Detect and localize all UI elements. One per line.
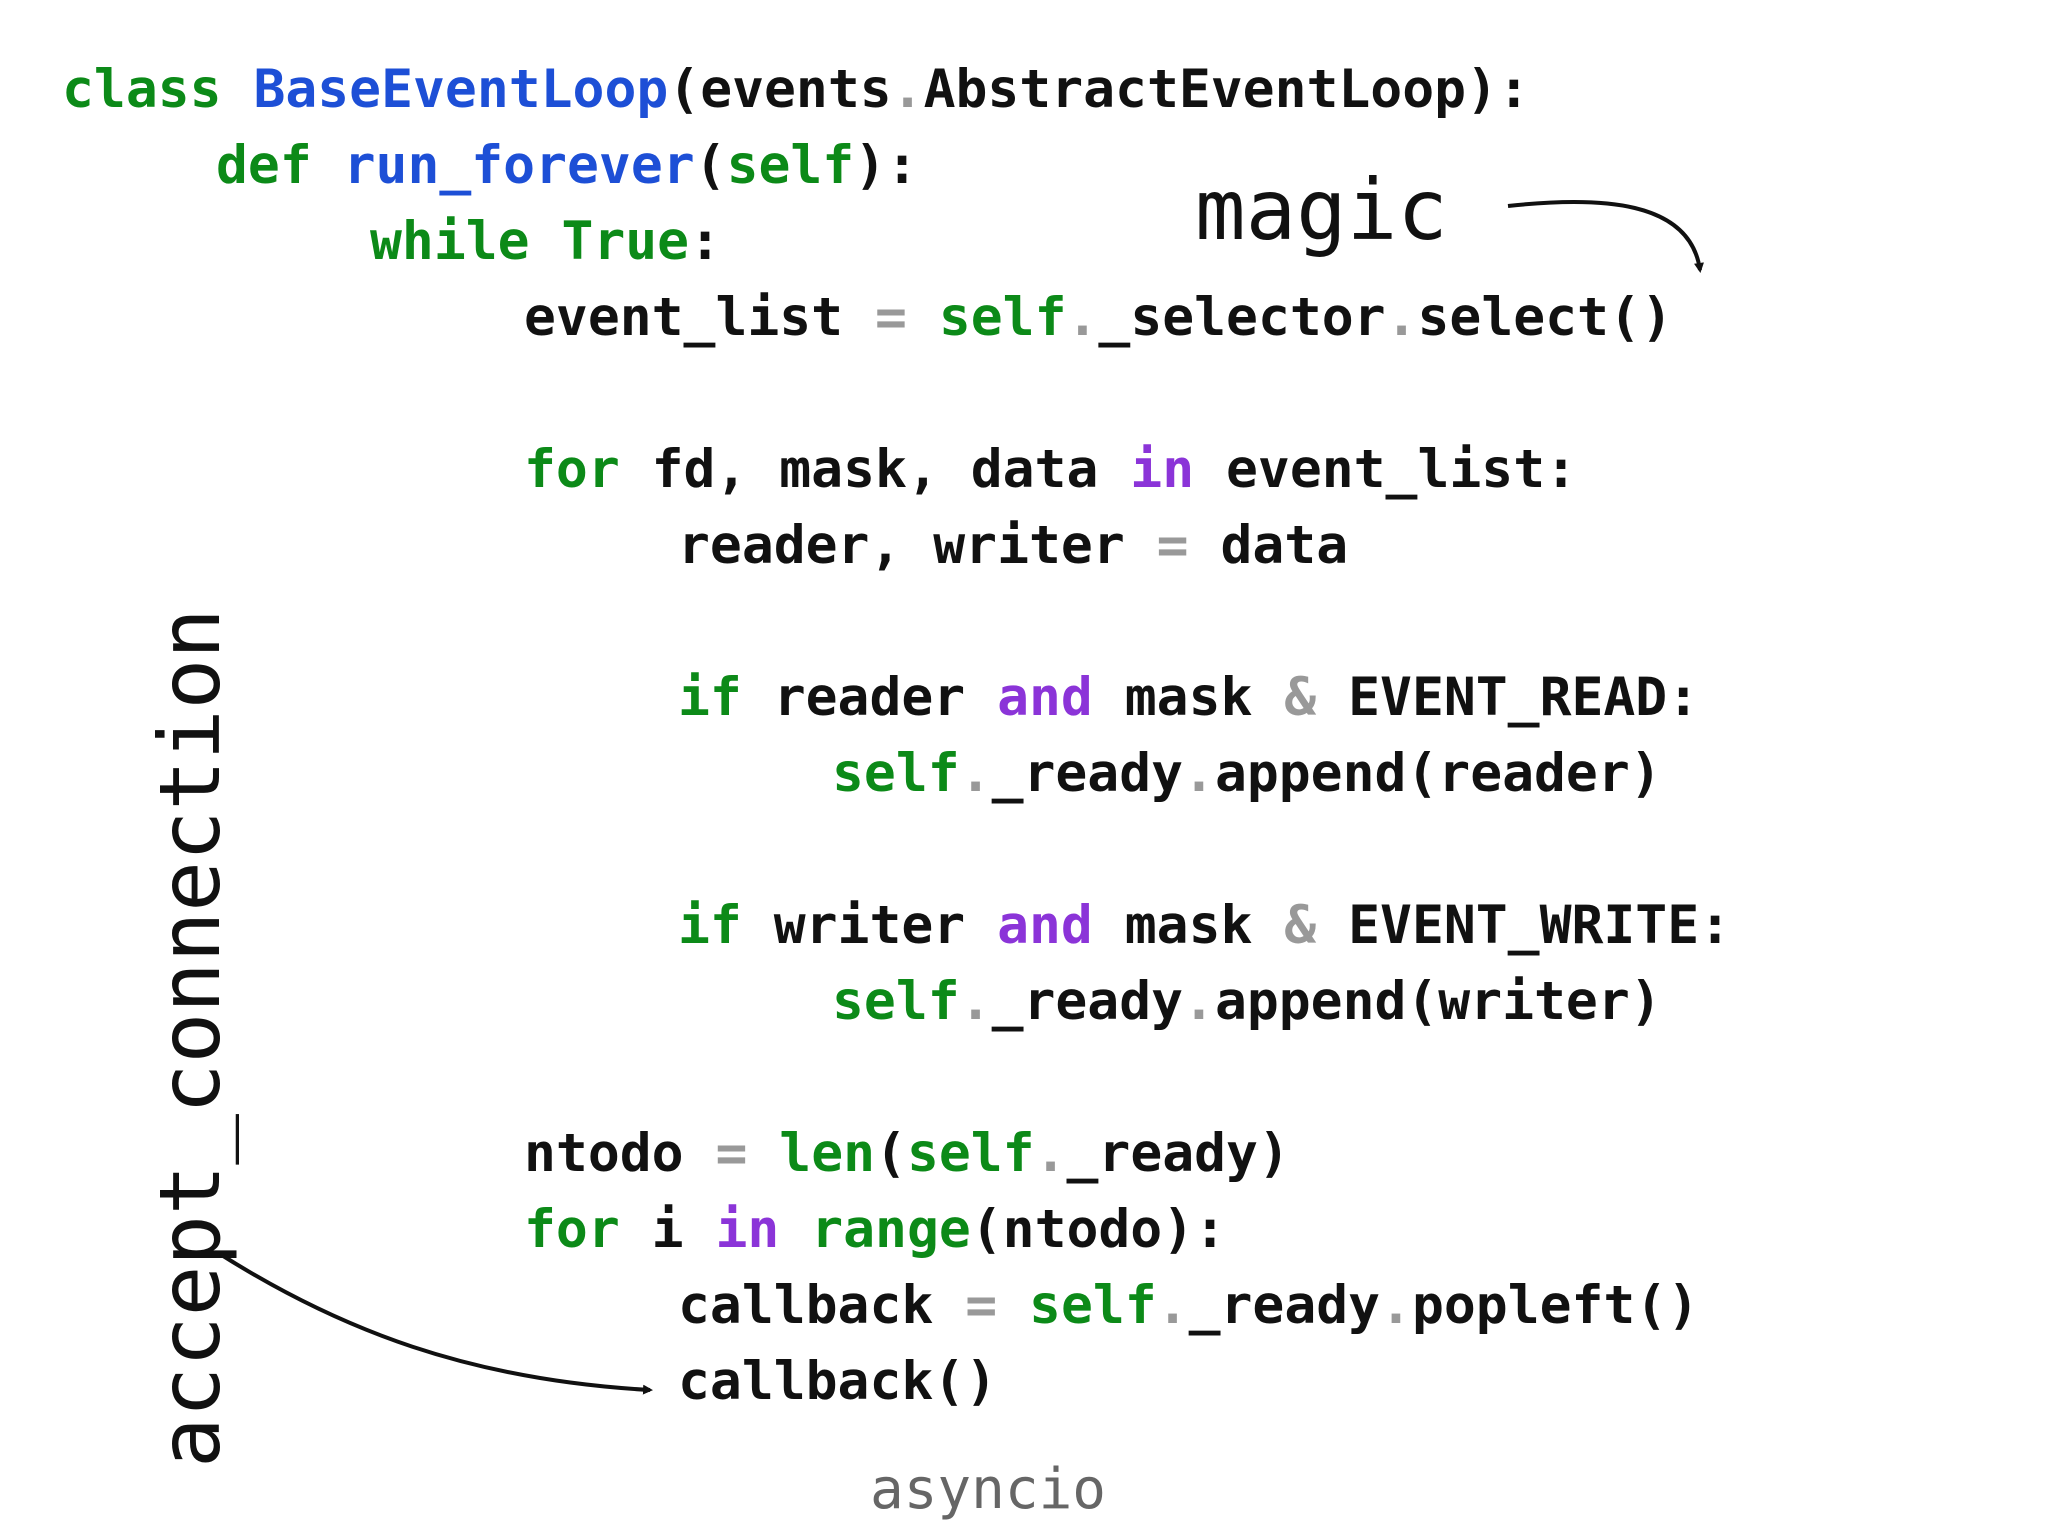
code-line-event-list-select: event_list = self._selector.select() — [524, 288, 1673, 348]
unpack-source: data — [1188, 515, 1349, 576]
assign-operator: = — [1156, 515, 1189, 576]
dot: . — [1380, 1275, 1412, 1336]
magic-annotation: magic — [1195, 161, 1448, 259]
callback-invocation: callback() — [678, 1351, 998, 1412]
code-line-def-run-forever: def run_forever(self): — [216, 136, 918, 196]
method-name: run_forever — [343, 135, 695, 196]
accept-connection-annotation: accept_connection — [141, 608, 239, 1468]
callback-variable: callback — [678, 1275, 966, 1336]
code-line-unpack-data: reader, writer = data — [678, 516, 1348, 576]
caption-asyncio: asyncio — [870, 1457, 1107, 1522]
and-keyword: and — [997, 667, 1093, 728]
paren: ( — [694, 135, 727, 196]
dot: . — [1066, 287, 1099, 348]
self-keyword: self — [832, 743, 960, 804]
code-line-callback-call: callback() — [678, 1352, 997, 1412]
in-keyword: in — [1130, 439, 1195, 500]
selector-attr: _selector — [1098, 287, 1386, 348]
assign-operator: = — [875, 287, 907, 348]
paren: ( — [875, 1123, 907, 1184]
code-line-for-range: for i in range(ntodo): — [524, 1200, 1226, 1260]
select-call: select() — [1417, 287, 1673, 348]
code-line-if-writer: if writer and mask & EVENT_WRITE: — [678, 896, 1731, 956]
class-keyword: class — [62, 59, 254, 120]
ready-attr: _ready) — [1066, 1123, 1290, 1184]
dot: . — [959, 743, 992, 804]
true-constant: True — [561, 211, 690, 272]
space — [907, 287, 939, 348]
dot: . — [959, 971, 992, 1032]
self-keyword: self — [938, 287, 1067, 348]
assign-operator: = — [965, 1275, 998, 1336]
append-reader-call: append(reader) — [1214, 743, 1662, 804]
ready-attr: _ready — [991, 743, 1184, 804]
ntodo-variable: ntodo — [524, 1123, 716, 1184]
in-keyword: in — [715, 1199, 780, 1260]
for-keyword: for — [524, 439, 652, 500]
space — [747, 1123, 779, 1184]
dot: . — [1385, 287, 1418, 348]
append-writer-call: append(writer) — [1214, 971, 1662, 1032]
event-write-constant: EVENT_WRITE: — [1316, 895, 1732, 956]
space — [997, 1275, 1029, 1336]
range-builtin: range — [811, 1199, 971, 1260]
bitand-operator: & — [1284, 667, 1317, 728]
for-keyword: for — [524, 1199, 652, 1260]
writer-variable: writer — [773, 895, 998, 956]
base-class: AbstractEventLoop): — [923, 59, 1530, 120]
loop-iterable: event_list: — [1194, 439, 1578, 500]
code-line-ntodo: ntodo = len(self._ready) — [524, 1124, 1290, 1184]
while-keyword: while — [370, 211, 562, 272]
mask-variable: mask — [1092, 667, 1285, 728]
loop-index: i — [651, 1199, 716, 1260]
self-keyword: self — [832, 971, 960, 1032]
colon: : — [689, 211, 722, 272]
event-read-constant: EVENT_READ: — [1316, 667, 1700, 728]
self-keyword: self — [906, 1123, 1035, 1184]
and-keyword: and — [997, 895, 1093, 956]
ready-attr: _ready — [1188, 1275, 1381, 1336]
dot: . — [1034, 1123, 1067, 1184]
len-builtin: len — [779, 1123, 876, 1184]
code-line-while-true: while True: — [370, 212, 721, 272]
dot: . — [1156, 1275, 1189, 1336]
if-keyword: if — [678, 667, 774, 728]
code-line-if-reader: if reader and mask & EVENT_READ: — [678, 668, 1699, 728]
bitand-operator: & — [1284, 895, 1317, 956]
ready-attr: _ready — [991, 971, 1184, 1032]
code-line-append-reader: self._ready.append(reader) — [832, 744, 1662, 804]
range-args: (ntodo): — [970, 1199, 1227, 1260]
mask-variable: mask — [1092, 895, 1285, 956]
assign-operator: = — [715, 1123, 748, 1184]
def-keyword: def — [216, 135, 344, 196]
popleft-call: popleft() — [1411, 1275, 1700, 1336]
dot: . — [1183, 743, 1215, 804]
code-line-popleft: callback = self._ready.popleft() — [678, 1276, 1699, 1336]
paren-colon: ): — [854, 135, 919, 196]
if-keyword: if — [678, 895, 774, 956]
dot: . — [891, 59, 924, 120]
loop-targets: fd, mask, data — [651, 439, 1131, 500]
self-param: self — [726, 135, 855, 196]
self-keyword: self — [1029, 1275, 1157, 1336]
unpack-targets: reader, writer — [678, 515, 1157, 576]
reader-variable: reader — [773, 667, 998, 728]
dot: . — [1183, 971, 1215, 1032]
code-line-for-event-list: for fd, mask, data in event_list: — [524, 440, 1577, 500]
code-line-append-writer: self._ready.append(writer) — [832, 972, 1662, 1032]
class-name: BaseEventLoop — [253, 59, 669, 120]
base-module: (events — [668, 59, 892, 120]
variable-event-list: event_list — [524, 287, 875, 348]
code-line-class-definition: class BaseEventLoop(events.AbstractEvent… — [62, 60, 1530, 120]
space — [779, 1199, 811, 1260]
